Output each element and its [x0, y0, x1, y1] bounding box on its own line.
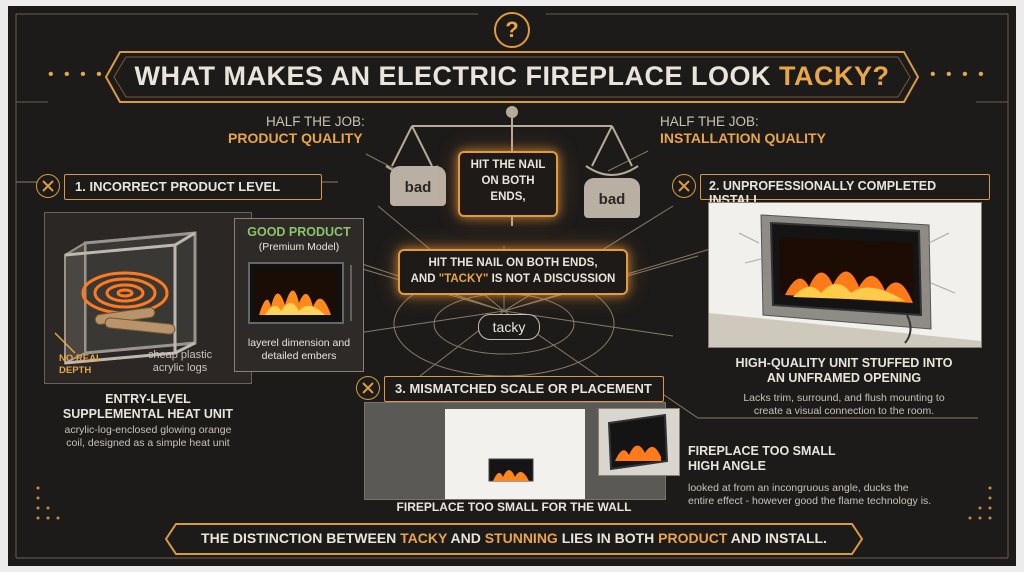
- tacky-web-label: tacky: [478, 314, 540, 340]
- good-product-panel: GOOD PRODUCT (Premium Model) layerel dim…: [234, 218, 364, 372]
- footer-banner-frame: [164, 523, 864, 555]
- footer-part: THE DISTINCTION BETWEEN: [201, 530, 401, 546]
- section3-small-tv: [598, 408, 680, 476]
- section1-caption-title: ENTRY-LEVEL SUPPLEMENTAL HEAT UNIT: [38, 392, 258, 422]
- center-banner-post: IS NOT A DISCUSSION: [488, 273, 616, 285]
- corner-ornament-left: [36, 486, 60, 520]
- logs-label-line: acrylic logs: [152, 362, 208, 374]
- section2-caption-title-line: HIGH-QUALITY UNIT STUFFED INTO: [735, 356, 953, 370]
- section2-caption-body-line: Lacks trim, surround, and flush mounting…: [743, 392, 945, 404]
- right-half-label-top: HALF THE JOB:: [660, 114, 759, 129]
- section1-x-icon: [36, 174, 60, 198]
- section1-caption-body-line: coil, designed as a simple heat unit: [66, 437, 230, 449]
- section1-caption-title-line: ENTRY-LEVEL: [105, 392, 191, 406]
- section1-header: 1. INCORRECT PRODUCT LEVEL: [64, 174, 322, 200]
- left-half-label-top: HALF THE JOB:: [266, 114, 365, 129]
- depth-label-line: DEPTH: [59, 365, 92, 376]
- unframed-install-illustration: [709, 203, 981, 347]
- depth-label: NO REAL DEPTH: [59, 353, 102, 377]
- center-banner-line1: HIT THE NAIL ON BOTH ENDS,: [428, 257, 598, 269]
- center-banner: HIT THE NAIL ON BOTH ENDS, AND "TACKY" I…: [398, 249, 628, 295]
- footer-part: LIES IN BOTH: [557, 530, 659, 546]
- weight-right: bad: [584, 178, 640, 218]
- section2-caption-body: Lacks trim, surround, and flush mounting…: [708, 392, 980, 418]
- footer-word-product: PRODUCT: [658, 530, 728, 546]
- good-product-caption: layerel dimension and detailed embers: [235, 337, 363, 363]
- scale-center-line: ON BOTH: [481, 175, 535, 187]
- section3-caption-wall: FIREPLACE TOO SMALL FOR THE WALL: [396, 500, 632, 514]
- section1-panel: NO REAL DEPTH cheap plastic acrylic logs: [44, 212, 252, 384]
- section3-side-title-line: HIGH ANGLE: [688, 459, 767, 473]
- title-text: WHAT MAKES AN ELECTRIC FIREPLACE LOOK: [134, 61, 779, 91]
- footer-part: AND: [447, 530, 485, 546]
- scale-center-box: HIT THE NAIL ON BOTH ENDS,: [458, 151, 558, 217]
- weight-left: bad: [390, 166, 446, 206]
- logs-label: cheap plastic acrylic logs: [135, 349, 225, 375]
- section3-side-body: looked at from an incongruous angle, duc…: [688, 482, 978, 508]
- good-caption-line: layerel dimension and: [247, 337, 351, 349]
- section2-panel: [708, 202, 982, 348]
- center-banner-line2: AND "TACKY" IS NOT A DISCUSSION: [400, 273, 626, 285]
- section3-header: 3. MISMATCHED SCALE OR PLACEMENT: [384, 376, 664, 402]
- footer-word-stunning: STUNNING: [484, 530, 558, 546]
- section3-x-icon: [356, 376, 380, 400]
- left-half-label-bottom: PRODUCT QUALITY: [228, 130, 363, 146]
- center-banner-pre: AND: [410, 273, 439, 285]
- corner-ornament-right: [968, 486, 992, 520]
- page-title: WHAT MAKES AN ELECTRIC FIREPLACE LOOK TA…: [102, 61, 922, 92]
- high-angle-fireplace-illustration: [607, 413, 669, 471]
- good-product-title: GOOD PRODUCT: [247, 225, 351, 239]
- scale-center-line: ENDS,: [490, 191, 526, 203]
- section3-side-title-line: FIREPLACE TOO SMALL: [688, 444, 836, 458]
- title-highlight: TACKY?: [778, 61, 890, 91]
- section1-caption-body-line: acrylic-log-enclosed glowing orange: [64, 424, 232, 436]
- question-mark-icon: ?: [494, 12, 530, 48]
- section1-caption-body: acrylic-log-enclosed glowing orange coil…: [38, 424, 258, 450]
- depth-label-line: NO REAL: [59, 353, 102, 364]
- footer-part: AND INSTALL.: [727, 530, 827, 546]
- infographic: ? • • • • • • • • WHAT MAKES AN ELECTRIC…: [8, 6, 1016, 566]
- premium-fireplace-illustration: [248, 262, 352, 324]
- scale-center-line: HIT THE NAIL: [470, 159, 546, 171]
- center-banner-quote: "TACKY": [438, 273, 489, 285]
- section1-header-text: 1. INCORRECT PRODUCT LEVEL: [75, 179, 281, 194]
- section2-caption-body-line: create a visual connection to the room.: [753, 405, 935, 417]
- section3-side-body-line: looked at from an incongruous angle, duc…: [688, 482, 909, 494]
- dot-ornament: • • • •: [48, 66, 105, 83]
- section3-header-text: 3. MISMATCHED SCALE OR PLACEMENT: [395, 381, 652, 396]
- good-caption-line: detailed embers: [261, 350, 337, 362]
- section2-x-icon: [672, 174, 696, 198]
- section3-side-body-line: entire effect - however good the flame t…: [688, 495, 932, 507]
- good-product-sub: (Premium Model): [258, 241, 340, 253]
- logs-label-line: cheap plastic: [147, 349, 213, 361]
- section2-caption-title-line: AN UNFRAMED OPENING: [766, 371, 922, 385]
- section1-caption-title-line: SUPPLEMENTAL HEAT UNIT: [62, 407, 234, 421]
- footer-text: THE DISTINCTION BETWEEN TACKY AND STUNNI…: [164, 530, 864, 546]
- section2-header: 2. UNPROFESSIONALLY COMPLETED INSTALL: [700, 174, 990, 207]
- footer-word-tacky: TACKY: [400, 530, 448, 546]
- section2-caption-title: HIGH-QUALITY UNIT STUFFED INTO AN UNFRAM…: [708, 356, 980, 386]
- title-banner-frame: [104, 51, 920, 103]
- section3-side-title: FIREPLACE TOO SMALL HIGH ANGLE: [688, 444, 836, 474]
- dot-ornament: • • • •: [930, 66, 987, 83]
- cheap-fireplace-illustration: [54, 231, 197, 365]
- right-half-label-bottom: INSTALLATION QUALITY: [660, 130, 826, 146]
